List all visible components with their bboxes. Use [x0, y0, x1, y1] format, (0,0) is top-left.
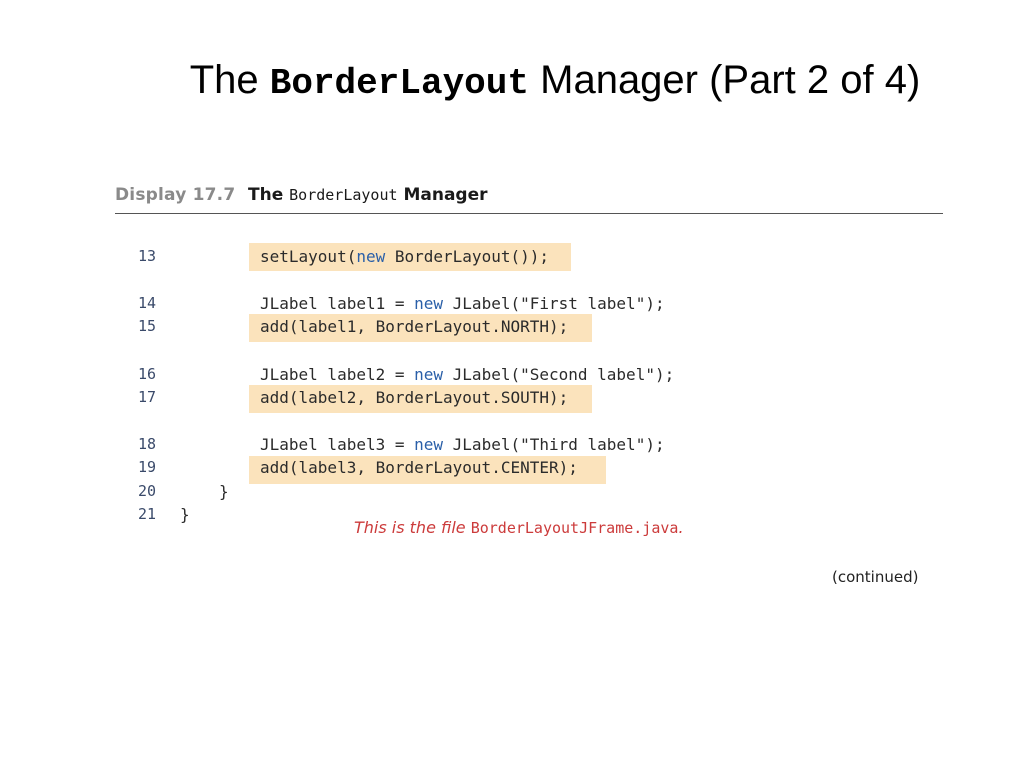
continued-label: (continued) — [832, 568, 919, 586]
code-text: add(label1, BorderLayout.NORTH); — [260, 317, 569, 336]
code-line-17: add(label2, BorderLayout.SOUTH); — [260, 386, 568, 409]
highlight-line-13 — [249, 243, 571, 271]
code-line-20: } — [219, 480, 229, 503]
slide-title: The BorderLayout Manager (Part 2 of 4) — [0, 52, 1024, 112]
annotation-end: . — [678, 518, 684, 537]
keyword: new — [414, 294, 444, 313]
line-number: 20 — [137, 482, 156, 500]
line-number: 17 — [137, 388, 156, 406]
highlight-line-17 — [249, 385, 592, 413]
code-text: JLabel label3 = — [260, 435, 415, 454]
code-text: BorderLayout()); — [385, 247, 549, 266]
code-line-15: add(label1, BorderLayout.NORTH); — [260, 315, 568, 338]
code-line-18: JLabel label3 = new JLabel("Third label"… — [260, 433, 665, 456]
line-number: 15 — [137, 317, 156, 335]
code-text: add(label2, BorderLayout.SOUTH); — [260, 388, 569, 407]
display-title-prefix: The — [248, 185, 284, 205]
file-annotation: This is the file BorderLayoutJFrame.java… — [354, 518, 684, 537]
code-line-13: setLayout(new BorderLayout()); — [260, 245, 549, 268]
code-text: add(label3, BorderLayout.CENTER); — [260, 458, 578, 477]
code-text: JLabel("Second label"); — [443, 365, 675, 384]
code-line-16: JLabel label2 = new JLabel("Second label… — [260, 363, 674, 386]
display-title-code: BorderLayout — [289, 186, 398, 204]
code-text: JLabel label1 = — [260, 294, 415, 313]
keyword: new — [414, 435, 444, 454]
code-text: JLabel("First label"); — [443, 294, 665, 313]
keyword: new — [356, 247, 386, 266]
line-number: 13 — [137, 247, 156, 265]
closing-brace: } — [219, 482, 229, 501]
title-prefix: The — [189, 58, 259, 102]
line-number: 16 — [137, 365, 156, 383]
code-line-19: add(label3, BorderLayout.CENTER); — [260, 456, 578, 479]
code-line-21: } — [180, 503, 190, 526]
line-number: 21 — [137, 505, 156, 523]
closing-brace: } — [180, 505, 190, 524]
line-number: 14 — [137, 294, 156, 312]
display-title: The BorderLayout Manager — [248, 185, 488, 205]
display-label: Display 17.7 — [115, 185, 236, 205]
code-line-14: JLabel label1 = new JLabel("First label"… — [260, 292, 665, 315]
keyword: new — [414, 365, 444, 384]
annotation-filename: BorderLayoutJFrame.java — [470, 519, 679, 537]
code-text: setLayout( — [260, 247, 357, 266]
title-code: BorderLayout — [269, 63, 529, 104]
code-text: JLabel label2 = — [260, 365, 415, 384]
highlight-line-19 — [249, 456, 606, 484]
line-number: 19 — [137, 458, 156, 476]
annotation-text: This is the file — [354, 518, 466, 537]
line-number: 18 — [137, 435, 156, 453]
display-rule — [115, 213, 943, 214]
display-title-suffix: Manager — [403, 185, 488, 205]
code-text: JLabel("Third label"); — [443, 435, 665, 454]
highlight-line-15 — [249, 314, 592, 342]
title-suffix: Manager (Part 2 of 4) — [540, 58, 921, 102]
